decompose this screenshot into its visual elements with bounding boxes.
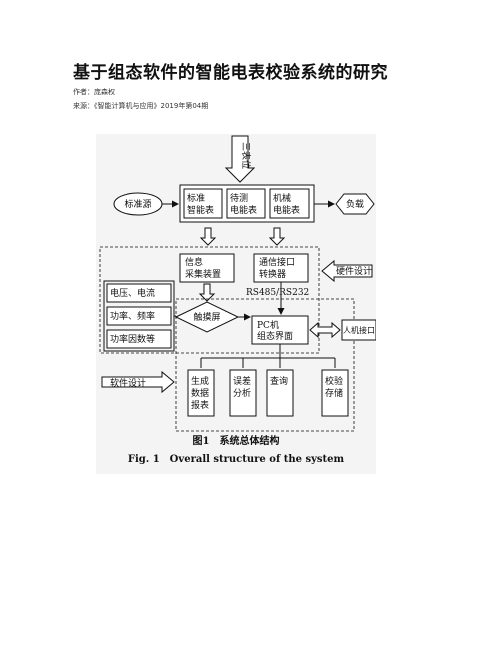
label-fuzai: 负载	[346, 198, 364, 210]
error-analysis-box	[229, 369, 257, 417]
report-line3: 报表	[191, 399, 209, 411]
error-line2: 分析	[233, 387, 251, 399]
info-collect-line2: 采集装置	[185, 268, 221, 280]
article-title: 基于组态软件的智能电表校验系统的研究	[73, 63, 388, 83]
label-voltage-current: 电压、电流	[110, 287, 155, 299]
article-source: 来源：《智能计算机与应用》2019年第04期	[73, 102, 209, 110]
query-box	[266, 369, 294, 417]
std-meter-line1: 标准	[187, 192, 205, 204]
error-line1: 误差	[233, 375, 251, 387]
test-meter-line1: 待测	[230, 192, 248, 204]
article-author: 作者：庞森权	[73, 88, 115, 96]
mech-meter-line2: 电能表	[273, 204, 300, 216]
test-meter-line2: 电能表	[230, 204, 257, 216]
label-rs485: RS485/RS232	[246, 288, 309, 298]
hollow-arrow-sanbiaowei	[224, 135, 256, 183]
label-power-factor: 功率因数等	[110, 333, 155, 345]
power-factor-box	[106, 329, 172, 349]
label-biaozhunyuan: 标准源	[124, 198, 151, 210]
hollow-arrow-down-left	[199, 227, 217, 246]
test-meter-box	[226, 188, 266, 219]
label-power-freq: 功率、频率	[110, 310, 155, 322]
pc-box	[251, 315, 309, 345]
hollow-arrow-to-touchscreen	[198, 283, 216, 302]
comm-conv-line1: 通信接口	[259, 256, 295, 268]
verify-line1: 校验	[325, 375, 343, 387]
info-collect-box	[179, 253, 235, 283]
comm-conv-line2: 转换器	[259, 268, 286, 280]
mech-meter-line1: 机械	[273, 192, 291, 204]
report-line1: 生成	[191, 375, 209, 387]
hollow-arrow-hardware	[321, 259, 373, 283]
std-meter-line2: 智能表	[187, 204, 214, 216]
pc-line1: PC机	[257, 319, 279, 331]
hmi-box	[341, 319, 376, 341]
hollow-arrow-down-right	[268, 227, 286, 246]
caption-cn: 图1 系统总体结构	[193, 434, 280, 447]
caption-en: Fig. 1 Overall structure of the system	[128, 454, 345, 465]
label-sw-design: 软件设计	[110, 377, 146, 389]
label-query: 查询	[270, 375, 288, 387]
power-freq-box	[106, 306, 172, 326]
label-hw-design: 硬件设计	[336, 265, 372, 277]
pc-line2: 组态界面	[257, 330, 293, 342]
verify-store-box	[321, 369, 349, 417]
info-collect-line1: 信息	[185, 256, 203, 268]
tree-connector	[200, 344, 336, 368]
label-hmi: 人机接口	[343, 325, 375, 335]
comm-conv-box	[253, 253, 309, 283]
hollow-arrow-software	[101, 370, 175, 394]
system-structure-figure: 三表位 标准 智能表 待测 电能表 机械 电能表 标准源 负载 信息 采集装置 …	[96, 134, 376, 474]
voltage-current-box	[106, 283, 172, 303]
double-arrow-hmi	[309, 321, 341, 339]
hardware-dashed-region	[99, 246, 320, 354]
mech-meter-box	[269, 188, 310, 219]
report-box	[187, 369, 215, 417]
load-hexagon	[335, 193, 375, 215]
report-line2: 数据	[191, 387, 209, 399]
verify-line2: 存储	[325, 387, 343, 399]
label-touchscreen: 触摸屏	[193, 311, 220, 323]
std-meter-box	[183, 188, 223, 219]
label-sanbiaowei: 三表位	[240, 142, 252, 169]
